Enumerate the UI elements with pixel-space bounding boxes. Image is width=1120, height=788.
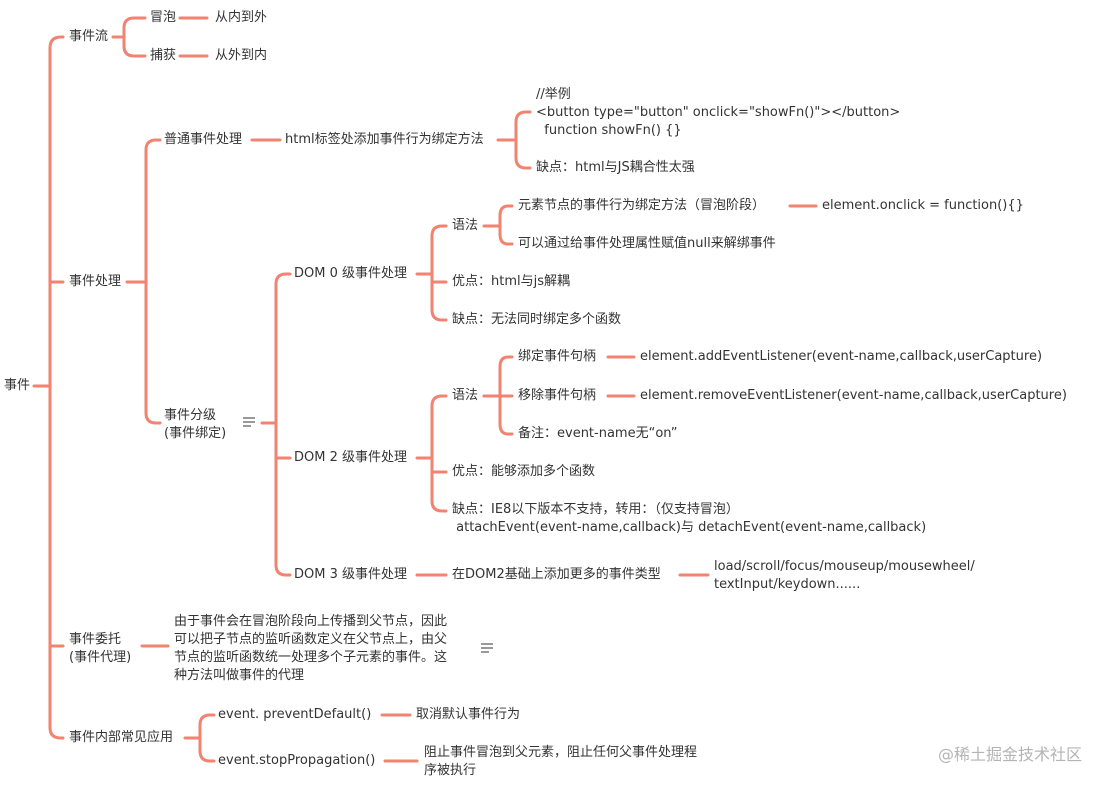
node-capture[interactable]: 捕获: [150, 48, 177, 63]
delegation-label-line-1: 事件委托: [69, 632, 122, 647]
node-dom0-pro[interactable]: 优点：html与js解耦: [452, 274, 570, 289]
example-line-2: <button type="button" onclick="showFn()"…: [536, 105, 901, 120]
dom3-types-line-2: textInput/keydown......: [714, 577, 861, 592]
node-dom2-remove-code[interactable]: element.removeEventListener(event-name,c…: [640, 388, 1067, 403]
stop-desc-line-1: 阻止事件冒泡到父元素，阻止任何父事件处理程: [424, 745, 698, 760]
node-dom0-bind-code[interactable]: element.onclick = function(){}: [822, 198, 1024, 213]
node-stop-desc[interactable]: 阻止事件冒泡到父元素，阻止任何父事件处理程 序被执行: [424, 744, 697, 780]
node-dom3-desc[interactable]: 在DOM2基础上添加更多的事件类型: [452, 567, 661, 582]
node-prevent-desc[interactable]: 取消默认事件行为: [416, 707, 521, 722]
delegation-desc-line-2: 可以把子节点的监听函数定义在父节点上，由父: [174, 632, 448, 647]
node-dom0-bind[interactable]: 元素节点的事件行为绑定方法（冒泡阶段）: [518, 198, 766, 213]
node-bubble[interactable]: 冒泡: [150, 10, 177, 25]
node-event-handling[interactable]: 事件处理: [69, 274, 122, 289]
node-example-code[interactable]: //举例 <button type="button" onclick="show…: [536, 86, 900, 140]
node-dom2-pro[interactable]: 优点：能够添加多个函数: [452, 464, 596, 479]
node-dom2-con[interactable]: 缺点：IE8以下版本不支持，转用：（仅支持冒泡） attachEvent(eve…: [452, 501, 926, 537]
node-dom0-syntax[interactable]: 语法: [452, 218, 479, 233]
node-event-levels[interactable]: 事件分级 (事件绑定): [164, 407, 226, 443]
node-capture-desc[interactable]: 从外到内: [215, 48, 268, 63]
delegation-desc-line-3: 节点的监听函数统一处理多个子元素的事件。这: [174, 650, 448, 665]
dom2-con-line-2: attachEvent(event-name,callback)与 detach…: [452, 520, 927, 535]
node-dom2[interactable]: DOM 2 级事件处理: [294, 450, 407, 465]
node-common-usage[interactable]: 事件内部常见应用: [69, 730, 174, 745]
delegation-label-line-2: (事件代理): [69, 650, 132, 665]
node-dom2-remove[interactable]: 移除事件句柄: [518, 388, 597, 403]
levels-label-line-1: 事件分级: [164, 408, 217, 423]
delegation-desc-line-4: 种方法叫做事件的代理: [174, 668, 305, 683]
node-normal-drawback[interactable]: 缺点：html与JS耦合性太强: [536, 160, 695, 175]
root-node[interactable]: 事件: [4, 378, 31, 393]
node-event-flow[interactable]: 事件流: [69, 29, 109, 44]
node-dom2-bind-code[interactable]: element.addEventListener(event-name,call…: [640, 349, 1043, 364]
node-dom0-unbind[interactable]: 可以通过给事件处理属性赋值null来解绑事件: [518, 236, 776, 251]
node-html-method[interactable]: html标签处添加事件行为绑定方法: [285, 132, 484, 147]
node-prevent-default[interactable]: event. preventDefault(): [218, 707, 372, 722]
node-bubble-desc[interactable]: 从内到外: [215, 10, 268, 25]
delegation-desc-line-1: 由于事件会在冒泡阶段向上传播到父节点，因此: [174, 614, 448, 629]
example-line-1: //举例: [536, 87, 571, 102]
example-line-3: function showFn() {}: [536, 123, 682, 138]
dom3-types-line-1: load/scroll/focus/mouseup/mousewheel/: [714, 559, 975, 574]
node-dom3-types[interactable]: load/scroll/focus/mouseup/mousewheel/ te…: [714, 558, 975, 594]
node-dom3[interactable]: DOM 3 级事件处理: [294, 567, 407, 582]
watermark: @稀土掘金技术社区: [938, 745, 1083, 764]
node-dom0[interactable]: DOM 0 级事件处理: [294, 266, 407, 281]
node-dom2-note[interactable]: 备注：event-name无“on”: [518, 426, 678, 441]
node-dom2-bind[interactable]: 绑定事件句柄: [518, 349, 597, 364]
dom2-con-line-1: 缺点：IE8以下版本不支持，转用：（仅支持冒泡）: [452, 502, 739, 517]
levels-label-line-2: (事件绑定): [164, 426, 227, 441]
node-dom0-con[interactable]: 缺点：无法同时绑定多个函数: [452, 312, 622, 327]
stop-desc-line-2: 序被执行: [424, 763, 477, 778]
node-normal-handling[interactable]: 普通事件处理: [164, 132, 243, 147]
node-stop-propagation[interactable]: event.stopPropagation(): [218, 753, 376, 768]
node-delegation-desc[interactable]: 由于事件会在冒泡阶段向上传播到父节点，因此 可以把子节点的监听函数定义在父节点上…: [174, 613, 447, 685]
node-delegation[interactable]: 事件委托 (事件代理): [69, 631, 131, 667]
node-dom2-syntax[interactable]: 语法: [452, 388, 479, 403]
note-icon[interactable]: [480, 642, 494, 657]
note-icon[interactable]: [242, 416, 256, 431]
